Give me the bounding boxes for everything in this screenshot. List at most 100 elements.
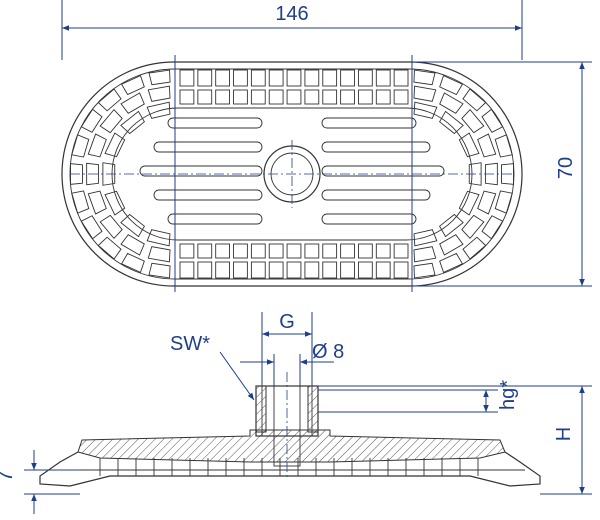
rib-cell (393, 261, 409, 279)
end-rib-cell (97, 88, 122, 112)
rib-cell (322, 261, 338, 279)
end-rib-cell (146, 229, 171, 247)
end-rib-cell (80, 215, 103, 240)
rib-cell (215, 89, 230, 105)
rib-cell (358, 261, 373, 279)
end-rib-cell (439, 92, 464, 114)
rib-cell (233, 261, 248, 279)
end-rib-cell (148, 69, 171, 86)
rib-cell (268, 69, 284, 87)
rib-cell (340, 261, 355, 279)
total-height-label: H (553, 427, 575, 441)
rib-cell (197, 243, 213, 259)
lip-height-label: 7 (0, 470, 17, 481)
end-rib-cell (120, 213, 145, 238)
end-rib-cell (104, 132, 126, 158)
end-rib-cell (147, 246, 171, 263)
rib-cell (179, 89, 195, 105)
cup-body-section (77, 429, 506, 463)
end-rib-cell (439, 74, 464, 96)
rib-cell (286, 261, 302, 279)
end-rib-cell (439, 213, 464, 238)
thread-depth-label: hg* (497, 380, 519, 410)
inner-slot (153, 141, 263, 153)
rib-cell (322, 89, 338, 105)
rib-cell (215, 69, 230, 87)
rib-cell (322, 243, 338, 259)
side-view: G Ø 8 SW* hg* H 7 (0, 311, 592, 514)
rib-cell (215, 243, 230, 259)
end-rib-cell (494, 190, 513, 214)
rib-cell (179, 261, 195, 279)
end-rib-cell (148, 262, 171, 279)
rib-cell (375, 243, 391, 259)
rib-cell (250, 261, 266, 279)
inner-slot (321, 117, 417, 129)
end-rib-cell (87, 133, 107, 158)
rib-cell (268, 89, 284, 105)
rib-cell (197, 261, 213, 279)
end-rib-cell (80, 108, 103, 133)
end-rib-cell (481, 108, 504, 133)
rib-cell (358, 89, 373, 105)
rib-cell (375, 69, 391, 87)
end-rib-cell (120, 74, 145, 96)
rib-cell (358, 243, 373, 259)
end-rib-cell (461, 214, 485, 240)
rib-cell (197, 89, 213, 105)
rib-cell (179, 243, 195, 259)
rib-cell (233, 89, 248, 105)
rib-cell (250, 89, 266, 105)
rib-cell (393, 69, 409, 87)
end-rib-cell (413, 85, 437, 102)
end-rib-cell (413, 229, 438, 247)
rib-cell (393, 89, 409, 105)
inner-slot (321, 141, 431, 153)
rib-cell (340, 89, 355, 105)
top-view: 146 70 (61, 0, 592, 292)
rib-cell (250, 243, 266, 259)
diameter-label: Ø 8 (312, 341, 344, 363)
inner-slot (153, 189, 263, 201)
inner-slot (321, 213, 417, 225)
top-rib-cells (179, 69, 409, 105)
rib-cell (250, 69, 266, 87)
side-rib-profile (99, 458, 479, 476)
end-rib-cell (146, 101, 171, 119)
rib-cell (197, 69, 213, 87)
end-rib-cell (494, 134, 513, 158)
rib-cell (233, 243, 248, 259)
inner-slot (321, 165, 445, 177)
height-dimension-label: 70 (555, 157, 577, 179)
end-rib-cell (439, 110, 464, 135)
end-rib-cell (147, 85, 171, 102)
rib-cell (375, 261, 391, 279)
end-rib-cell (71, 190, 90, 214)
end-rib-cell (413, 246, 437, 263)
end-rib-cell (439, 234, 464, 256)
end-rib-cell (413, 262, 436, 279)
end-rib-cell (413, 101, 438, 119)
rib-cell (268, 243, 284, 259)
end-rib-cell (484, 162, 498, 186)
rib-cell (322, 69, 338, 87)
end-rib-cell (501, 163, 514, 185)
end-rib-cell (462, 88, 487, 112)
end-rib-cells (70, 69, 514, 279)
end-rib-cell (458, 132, 480, 158)
end-rib-cell (104, 190, 126, 216)
rib-cell (340, 243, 355, 259)
inner-slot (167, 117, 263, 129)
rib-cell (375, 89, 391, 105)
end-rib-cell (70, 163, 83, 185)
thread-label: G (279, 311, 295, 333)
inner-slot (167, 213, 263, 225)
rib-cell (304, 89, 320, 105)
suction-cup-outline (61, 61, 523, 287)
wrench-size-label: SW* (170, 333, 210, 355)
end-rib-cell (120, 92, 145, 114)
rib-cell (304, 69, 320, 87)
inner-slot (321, 189, 431, 201)
end-rib-cell (87, 190, 107, 215)
